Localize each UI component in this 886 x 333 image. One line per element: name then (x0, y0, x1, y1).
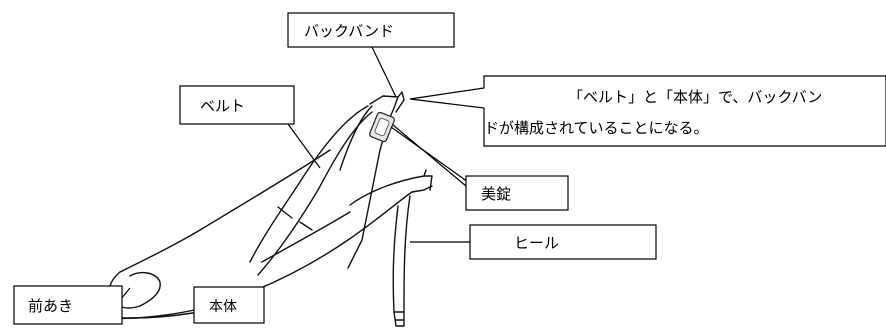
label-back-band: バックバンド (287, 12, 455, 48)
label-front-opening-text: 前あき (28, 297, 73, 315)
buckle-icon (369, 111, 395, 143)
label-back-band-text: バックバンド (304, 22, 394, 40)
label-belt: ベルト (179, 85, 295, 125)
label-heel-text: ヒール (514, 234, 559, 252)
label-front-opening: 前あき (13, 285, 123, 325)
label-body: 本体 (193, 286, 265, 324)
label-ornament-text: 美錠 (481, 185, 511, 203)
callout-line-1: 「ベルト」と「本体」で、バックバン (568, 88, 822, 106)
label-ornament: 美錠 (465, 175, 569, 211)
label-belt-text: ベルト (200, 97, 245, 115)
callout-line-2: ドが構成されていることになる。 (484, 119, 709, 137)
label-body-text: 本体 (209, 299, 237, 315)
callout-box: 「ベルト」と「本体」で、バックバン ドが構成されていることになる。 (409, 75, 886, 147)
label-heel: ヒール (469, 224, 657, 260)
